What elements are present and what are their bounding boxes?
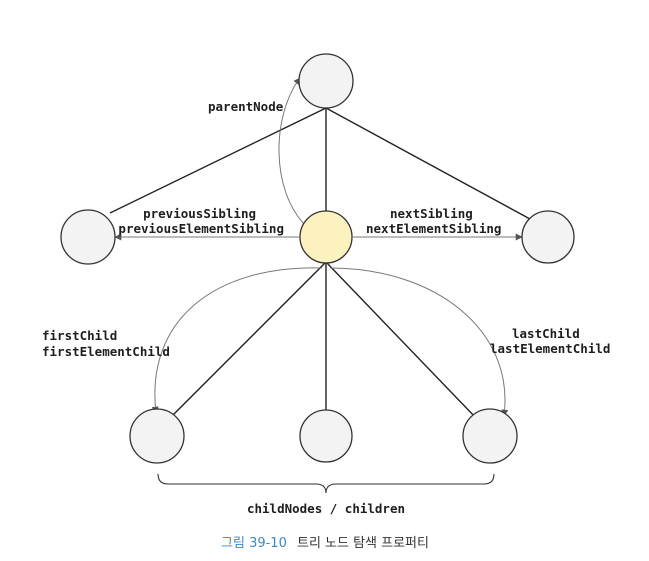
last-child-node bbox=[462, 408, 518, 464]
figure-title: 트리 노드 탐색 프로퍼티 bbox=[297, 536, 429, 551]
child-nodes-brace bbox=[157, 473, 495, 494]
parent-node-label: parentNode bbox=[208, 99, 284, 114]
first-child-arrow bbox=[151, 267, 323, 414]
next-sibling-node bbox=[521, 210, 575, 264]
middle-child-node bbox=[299, 409, 353, 463]
previous-sibling-node bbox=[60, 209, 116, 265]
previous-element-sibling-label: previousElementSibling bbox=[118, 221, 284, 236]
last-child-arrow bbox=[329, 267, 509, 417]
first-child-node bbox=[129, 408, 185, 464]
figure-caption: 그림 39-10 트리 노드 탐색 프로퍼티 bbox=[221, 536, 429, 551]
first-child-label: firstChild bbox=[42, 328, 117, 343]
current-node bbox=[299, 210, 353, 264]
previous-sibling-label: previousSibling bbox=[143, 206, 256, 221]
next-sibling-label: nextSibling bbox=[390, 206, 473, 221]
first-element-child-label: firstElementChild bbox=[42, 344, 170, 359]
edge-parent-next-sibling bbox=[325, 107, 531, 220]
edge-current-first-child bbox=[171, 261, 327, 417]
figure-number: 그림 39-10 bbox=[221, 536, 287, 551]
parent-node bbox=[298, 53, 354, 109]
last-element-child-label: lastElementChild bbox=[490, 341, 610, 356]
child-nodes-label: childNodes / children bbox=[247, 501, 405, 516]
last-child-label: lastChild bbox=[512, 326, 580, 341]
edge-parent-previous-sibling bbox=[109, 107, 327, 214]
edge-current-last-child bbox=[325, 261, 477, 419]
next-element-sibling-label: nextElementSibling bbox=[366, 221, 501, 236]
parent-node-arrow bbox=[278, 77, 307, 227]
